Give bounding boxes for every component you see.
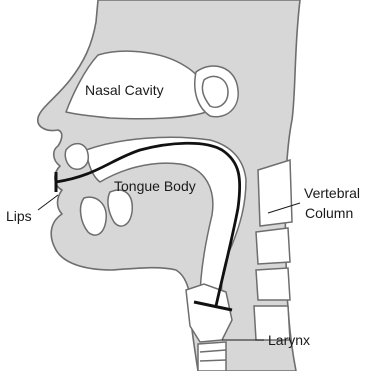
upper-teeth — [65, 144, 88, 170]
tongue-body-label: Tongue Body — [114, 178, 196, 194]
vertebral-label: Vertebral — [304, 185, 360, 201]
larynx-label: Larynx — [268, 332, 310, 348]
lips-label: Lips — [6, 208, 32, 224]
column-label: Column — [305, 205, 353, 221]
trachea-shape — [198, 342, 226, 371]
vertebral-column-shape — [254, 160, 292, 340]
lips-leader — [38, 195, 58, 210]
nasal-cavity-label: Nasal Cavity — [85, 82, 164, 98]
